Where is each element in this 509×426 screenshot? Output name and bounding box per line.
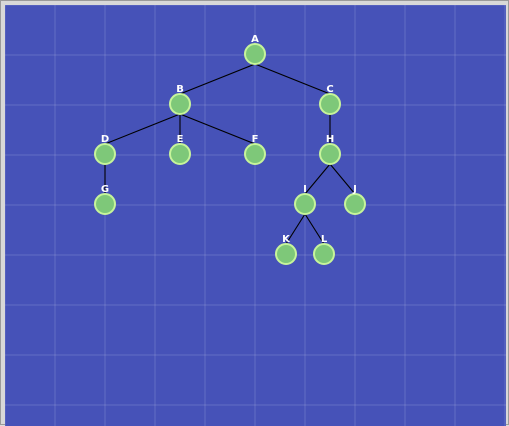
node-label: F (252, 134, 259, 145)
node-g: G (94, 184, 116, 215)
node-label: B (176, 84, 184, 95)
node-i: I (294, 184, 316, 215)
node-d: D (94, 134, 116, 165)
node-circle (169, 93, 191, 115)
node-k: K (275, 234, 297, 265)
node-e: E (169, 134, 191, 165)
edge-i-k (285, 213, 306, 245)
node-h: H (319, 134, 341, 165)
background-grid (5, 5, 506, 426)
node-circle (319, 143, 341, 165)
node-circle (319, 93, 341, 115)
tree-canvas: A B C D E F G H I J K L (5, 5, 506, 426)
edge-b-d (104, 113, 181, 145)
tree-diagram: A B C D E F G H I J K L (5, 5, 506, 426)
node-circle (275, 243, 297, 265)
node-l: L (313, 234, 335, 265)
node-label: J (352, 184, 357, 195)
edge-a-c (254, 63, 331, 95)
tree-nodes: A B C D E F G H I J K L (94, 34, 366, 265)
node-b: B (169, 84, 191, 115)
node-circle (344, 193, 366, 215)
node-circle (244, 43, 266, 65)
node-circle (169, 143, 191, 165)
node-label: G (101, 184, 109, 195)
node-circle (244, 143, 266, 165)
node-label: E (177, 134, 184, 145)
edge-h-j (329, 163, 356, 195)
node-c: C (319, 84, 341, 115)
node-circle (94, 143, 116, 165)
node-label: I (303, 184, 307, 195)
node-circle (313, 243, 335, 265)
node-circle (94, 193, 116, 215)
tree-edges (104, 63, 356, 245)
edge-i-l (304, 213, 325, 245)
edge-a-b (179, 63, 256, 95)
node-j: J (344, 184, 366, 215)
node-a: A (244, 34, 266, 65)
node-label: L (321, 234, 328, 245)
edge-h-i (304, 163, 331, 195)
node-circle (294, 193, 316, 215)
node-f: F (244, 134, 266, 165)
node-label: K (282, 234, 291, 245)
node-label: H (326, 134, 334, 145)
edge-b-f (179, 113, 256, 145)
node-label: D (101, 134, 109, 145)
node-label: A (251, 34, 259, 45)
node-label: C (326, 84, 333, 95)
